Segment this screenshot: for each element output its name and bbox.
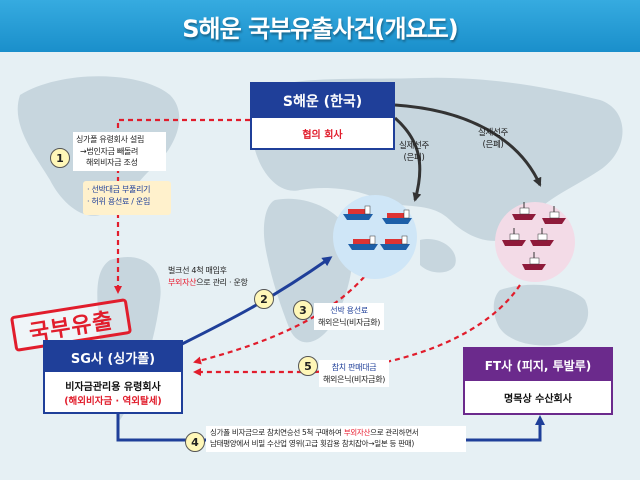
sg-company-title: SG사 (싱가폴) — [45, 342, 181, 372]
fishing-ship-icon — [502, 202, 566, 270]
ft-company-box: FT사 (피지, 투발루) 명목상 수산회사 — [463, 347, 613, 415]
step-2-text: 벌크선 4척 매입후 부외자산으로 관리 · 운항 — [168, 266, 248, 287]
sg-company-box: SG사 (싱가폴) 비자금관리용 유령회사 (해외비자금 · 역외탈세) — [43, 340, 183, 414]
step-2-badge: 2 — [254, 289, 274, 309]
step-5-text: 참치 판매대금 해외은닉(비자금화) — [319, 360, 390, 388]
step-1-badge: 1 — [50, 148, 70, 168]
owner-label-right: 실제선주 (은폐) — [478, 128, 509, 151]
step-5-badge: 5 — [298, 356, 318, 376]
step-3-badge: 3 — [293, 300, 313, 320]
header-bar: S해운 국부유출사건(개요도) — [0, 0, 640, 52]
step-3-text: 선박 용선료 해외은닉(비자금화) — [314, 303, 385, 331]
sg-company-line2: (해외비자금 · 역외탈세) — [64, 395, 162, 407]
s-company-subtitle: 협의 회사 — [302, 129, 343, 141]
sg-company-line1: 비자금관리용 유령회사 — [65, 381, 161, 393]
page-title: S해운 국부유출사건(개요도) — [182, 14, 458, 43]
step-4-badge: 4 — [185, 432, 205, 452]
owner-label-left: 실제선주 (은폐) — [399, 141, 430, 164]
s-company-box: S해운 (한국) 협의 회사 — [250, 82, 395, 150]
s-company-title: S해운 (한국) — [252, 84, 393, 118]
ft-company-subtitle: 명목상 수산회사 — [504, 393, 572, 405]
step-1-text: 싱가폴 유령회사 설립 →법인자금 빼돌려 해외비자금 조성 — [73, 132, 166, 171]
ft-company-title: FT사 (피지, 투발루) — [465, 349, 611, 381]
step-1-notes: · 선박대금 부풀리기 · 허위 용선료 / 운임 — [83, 181, 171, 215]
bulk-ship-icon — [343, 205, 412, 250]
step-4-text: 싱가폴 비자금으로 참치연승선 5척 구매하여 부외자산으로 관리하면서 남태평… — [206, 426, 466, 452]
